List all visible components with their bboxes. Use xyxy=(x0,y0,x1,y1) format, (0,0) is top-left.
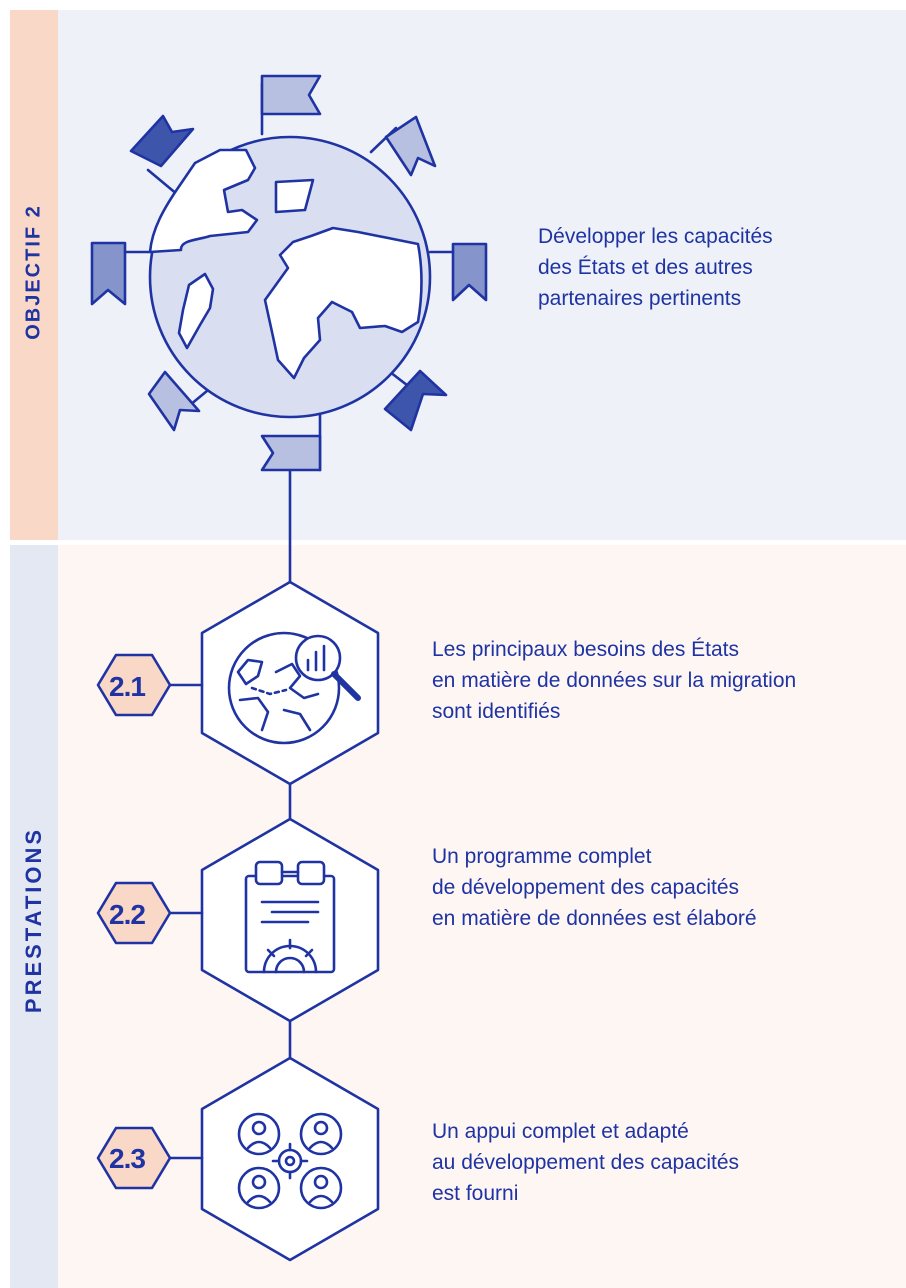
output-line: Un appui complet et adapté xyxy=(432,1120,689,1143)
output-number-2-2: 2.2 xyxy=(109,899,146,930)
objective-line: partenaires pertinents xyxy=(538,287,742,311)
objective-description: Développer les capacités des États et de… xyxy=(538,221,773,314)
document-gear-icon xyxy=(244,860,336,974)
hexagon-2-1 xyxy=(200,580,380,786)
output-description-2-1: Les principaux besoins des États en mati… xyxy=(432,634,796,727)
objective-line: des États et des autres xyxy=(538,256,753,280)
output-line: au développement des capacités xyxy=(432,1151,740,1175)
output-description-2-2: Un programme complet de développement de… xyxy=(432,841,757,934)
prestations-side-band xyxy=(10,545,58,1288)
output-number-2-3: 2.3 xyxy=(109,1143,146,1174)
badge-2-1 xyxy=(96,653,172,717)
badge-2-2 xyxy=(96,881,172,945)
output-line: sont identifiés xyxy=(432,700,561,724)
output-line: est fourni xyxy=(432,1182,519,1206)
output-line: Un programme complet xyxy=(432,845,652,868)
people-network-gear-icon xyxy=(237,1112,343,1210)
output-line: Les principaux besoins des États xyxy=(432,638,740,661)
output-line: de développement des capacités xyxy=(432,876,740,900)
badge-2-3 xyxy=(96,1126,172,1190)
output-description-2-3: Un appui complet et adapté au développem… xyxy=(432,1116,739,1209)
globe-icon xyxy=(148,135,432,419)
output-line: en matière de données est élaboré xyxy=(432,907,757,931)
flags-icon xyxy=(90,74,488,472)
objective-line: Développer les capacités xyxy=(538,225,773,248)
outputs-section-background xyxy=(58,545,906,1288)
output-line: en matière de données sur la migration xyxy=(432,669,797,693)
output-number-2-1: 2.1 xyxy=(109,671,146,702)
globe-data-search-icon xyxy=(227,631,361,745)
objectif-side-band xyxy=(10,10,58,540)
